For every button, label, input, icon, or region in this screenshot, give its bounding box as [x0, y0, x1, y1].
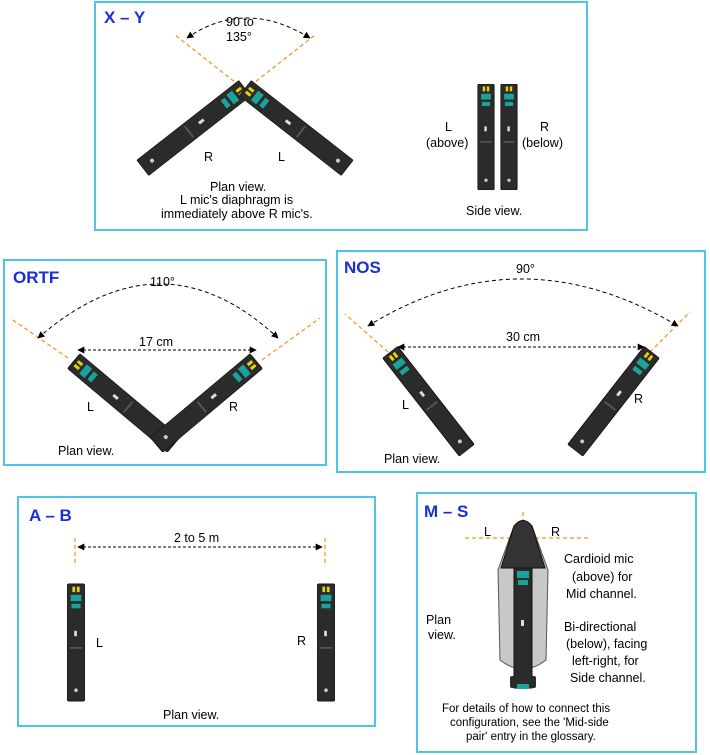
ms-note-1: For details of how to connect this [442, 703, 611, 715]
xy-panel-graphics [136, 17, 518, 190]
xy-plan-caption-1: Plan view. [210, 180, 267, 194]
ortf-angle-label: 110° [150, 275, 175, 289]
xy-angle-arc [186, 17, 311, 39]
ms-mic-grille [500, 520, 546, 569]
xy-plan-caption-2: L mic's diaphragm is [180, 193, 294, 207]
nos-axis-left [344, 313, 389, 353]
nos-distance-label: 30 cm [506, 330, 541, 344]
xy-mic-left [136, 80, 252, 176]
xy-axis-right [244, 34, 316, 91]
nos-left-label: L [402, 398, 409, 412]
xy-plan-l: L [278, 150, 285, 164]
ortf-axis-right [261, 317, 321, 361]
ms-cardioid-1: Cardioid mic [564, 552, 634, 566]
xy-plan-r: R [204, 150, 214, 164]
ms-bidir-4: Side channel. [570, 671, 646, 685]
ms-panel [416, 492, 697, 753]
xy-side-mic-left [477, 84, 495, 190]
ms-title: M – S [424, 502, 469, 521]
ms-bidir-2: (below), facing [566, 637, 648, 651]
ortf-axis-left [9, 317, 69, 359]
xy-side-l-1: L [445, 120, 452, 134]
xy-plan-caption-3: immediately above R mic's. [161, 207, 313, 221]
xy-angle-label-2: 135° [226, 30, 252, 44]
ab-left-label: L [96, 636, 103, 650]
ab-panel-graphics [67, 538, 335, 702]
xy-title: X – Y [104, 8, 146, 27]
ab-caption: Plan view. [163, 708, 220, 722]
nos-mic-left [382, 345, 475, 457]
nos-mic-right [567, 345, 660, 457]
nos-title: NOS [344, 258, 381, 277]
ab-right-label: R [297, 634, 307, 648]
xy-side-mic-right [500, 84, 518, 190]
ab-mic-left [67, 583, 85, 702]
xy-side-r-1: R [540, 120, 550, 134]
nos-panel-graphics [344, 278, 691, 457]
ortf-left-label: L [87, 400, 94, 414]
ortf-angle-arc [37, 283, 279, 339]
xy-side-l-2: (above) [426, 136, 469, 150]
ms-cardioid-3: Mid channel. [566, 587, 637, 601]
xy-mic-right [238, 80, 354, 176]
ms-right-label: R [551, 525, 561, 539]
ortf-right-label: R [229, 400, 239, 414]
xy-side-r-2: (below) [522, 136, 563, 150]
ms-left-label: L [484, 525, 491, 539]
nos-caption: Plan view. [384, 452, 441, 466]
ab-mic-right [317, 583, 335, 702]
ms-bidir-1: Bi-directional [564, 620, 637, 634]
nos-axis-right [649, 311, 691, 353]
ortf-mic-right [149, 353, 264, 453]
ms-panel-graphics [465, 512, 590, 689]
ms-plan-label-2: view. [428, 628, 456, 642]
ortf-distance-label: 17 cm [139, 335, 174, 349]
ms-note-2: configuration, see the 'Mid-side [450, 717, 609, 729]
xy-angle-label-1: 90 to [226, 15, 254, 29]
ortf-title: ORTF [13, 268, 60, 287]
xy-side-caption: Side view. [466, 204, 523, 218]
nos-angle-arc [367, 278, 679, 327]
ab-title: A – B [29, 506, 72, 525]
ortf-panel-graphics [9, 283, 321, 453]
ms-cardioid-mic [513, 567, 533, 689]
nos-angle-label: 90° [516, 262, 535, 276]
ortf-caption: Plan view. [58, 444, 115, 458]
nos-right-label: R [634, 392, 644, 406]
ab-distance-label: 2 to 5 m [174, 531, 220, 545]
ms-bidir-3: left-right, for [572, 654, 639, 668]
ms-plan-label-1: Plan [426, 613, 452, 627]
ms-note-3: pair' entry in the glossary. [466, 731, 596, 743]
ms-cardioid-2: (above) for [572, 570, 633, 584]
xy-axis-left [174, 34, 246, 91]
